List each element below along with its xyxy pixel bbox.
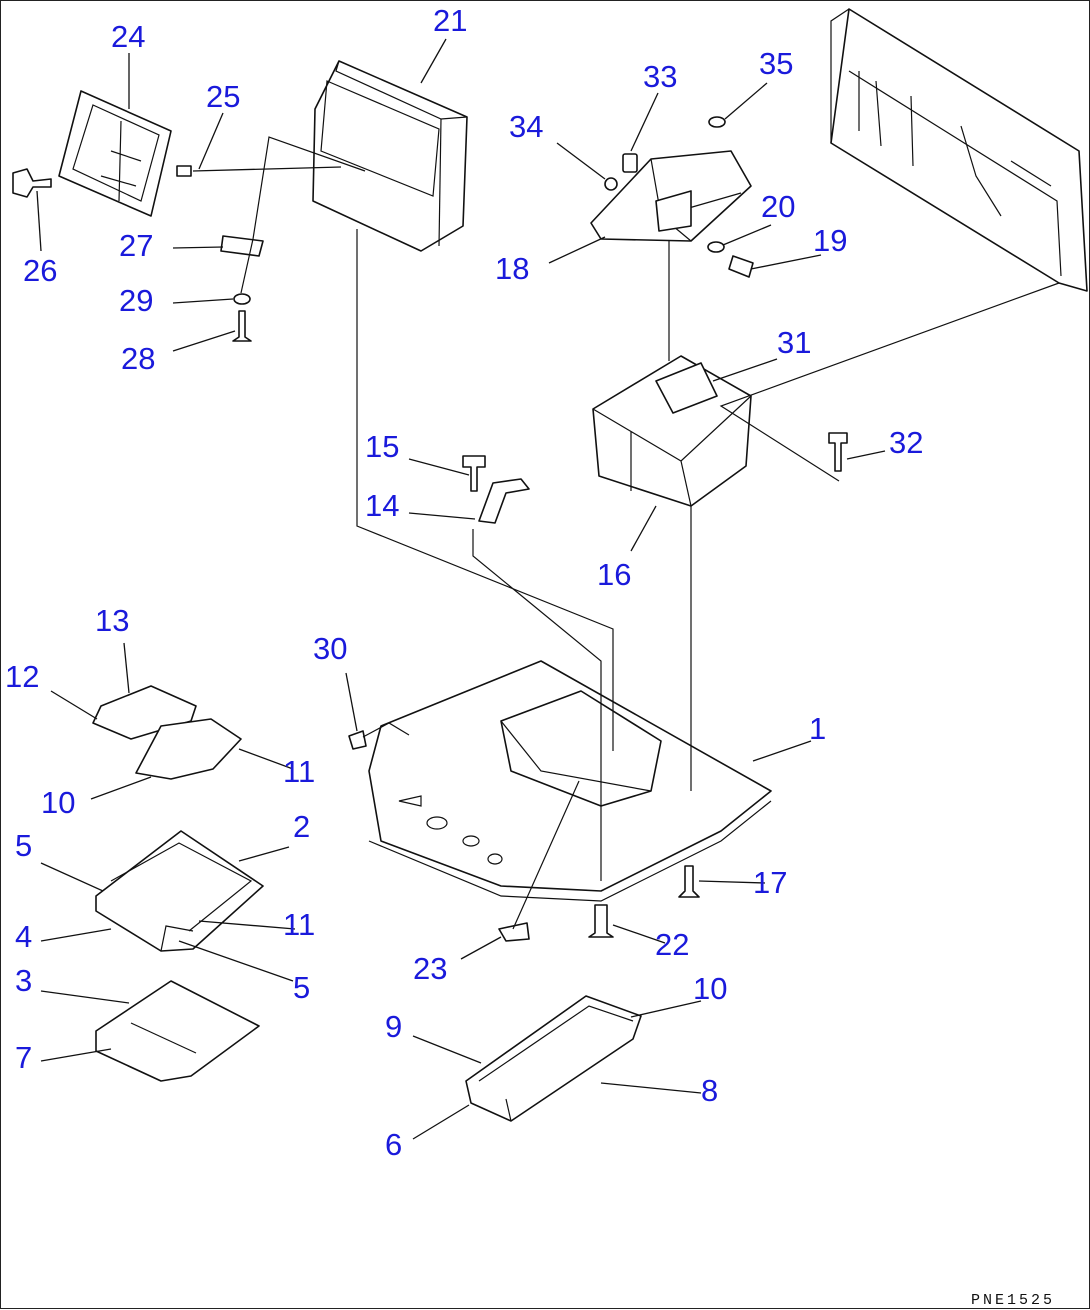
callout-21: 19	[813, 223, 847, 258]
part-10-tray	[465, 995, 642, 1122]
callout-37: 35	[759, 46, 793, 81]
callout-12: 10	[41, 785, 75, 820]
part-1-floor-plate	[368, 660, 772, 902]
callout-17: 15	[365, 429, 399, 464]
callout-2: 2	[293, 809, 310, 844]
callout-25: 23	[413, 951, 447, 986]
callout-18: 16	[597, 557, 631, 592]
part-25-clip	[498, 922, 530, 942]
callout-34: 32	[889, 425, 923, 460]
callout-23: 21	[433, 3, 467, 38]
callout-3: 3	[15, 963, 32, 998]
callout-13: 11	[283, 754, 315, 789]
callout-28: 26	[23, 253, 57, 288]
callout-27: 25	[206, 79, 240, 114]
part-27-clip	[176, 165, 192, 177]
part-37-plug	[708, 116, 726, 128]
part-23-monitor-housing	[312, 60, 468, 252]
callout-24: 22	[655, 927, 689, 962]
part-17-bolt	[462, 455, 486, 492]
part-34-bolt	[828, 432, 848, 472]
callout-15: 13	[95, 603, 129, 638]
part-20-switch-cover	[590, 150, 752, 242]
part-3-mat	[95, 980, 260, 1082]
callout-32: 30	[313, 631, 347, 666]
callout-33: 31	[777, 325, 811, 360]
callout-14: 12	[5, 659, 39, 694]
connection-lines	[240, 136, 1060, 930]
callout-9: 9	[385, 1009, 402, 1044]
part-13-mat	[135, 718, 242, 780]
rear-panel	[830, 8, 1088, 292]
callout-1: 1	[809, 711, 826, 746]
callout-8: 8	[701, 1073, 718, 1108]
callout-16: 14	[365, 488, 399, 523]
part-33-switch	[655, 362, 718, 414]
part-21-bolt	[728, 255, 754, 278]
part-36-nut	[604, 177, 618, 191]
callout-19: 17	[753, 865, 787, 900]
callout-36: 34	[509, 109, 543, 144]
part-35-cap	[622, 153, 638, 173]
callout-22: 20	[761, 189, 795, 224]
part-31-washer	[233, 293, 251, 305]
callout-11: 11	[283, 907, 315, 942]
part-29-bracket	[220, 235, 264, 257]
callout-labels: 24 25 21 26 27 29 28 33 34 35 20 19 18 3…	[5, 3, 923, 1162]
callout-30: 28	[121, 341, 155, 376]
callout-31: 29	[119, 283, 153, 318]
leader-lines	[36, 38, 886, 1140]
callout-35: 33	[643, 59, 677, 94]
callout-29: 27	[119, 228, 153, 263]
callout-26: 24	[111, 19, 145, 54]
callout-7: 7	[15, 1040, 32, 1075]
part-19-bolt	[678, 865, 700, 898]
part-2-tray	[95, 830, 264, 952]
part-32-grommet	[348, 730, 367, 750]
callout-4: 4	[15, 919, 32, 954]
part-24-bolt	[588, 904, 614, 938]
drawing-number: PNE1525	[971, 1292, 1055, 1309]
part-28-knob	[12, 168, 52, 198]
callout-5-bottom: 5	[293, 970, 310, 1005]
part-30-screw	[232, 310, 252, 342]
part-16-handle	[478, 478, 530, 524]
part-22-washer	[707, 241, 725, 253]
part-26-monitor-frame	[58, 90, 172, 217]
callout-6: 6	[385, 1127, 402, 1162]
callout-20: 18	[495, 251, 529, 286]
callout-10: 10	[693, 971, 727, 1006]
callout-5-top: 5	[15, 828, 32, 863]
